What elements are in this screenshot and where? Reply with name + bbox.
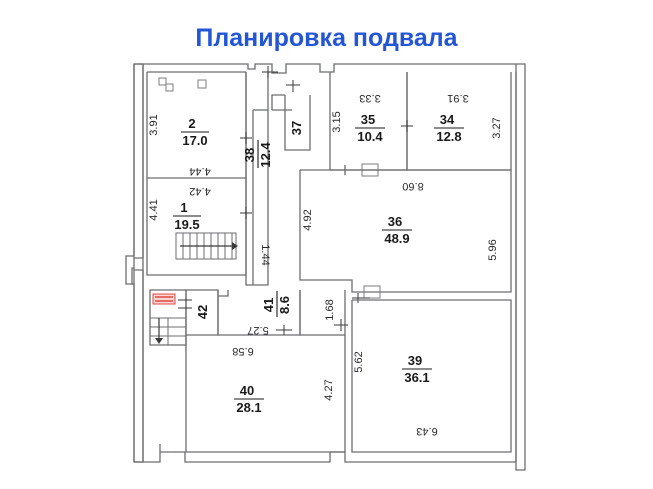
- room-37-label: 37: [289, 121, 304, 135]
- staircase-icon: [175, 232, 238, 260]
- dim-3-27: 3.27: [491, 117, 503, 138]
- room-34-area: 12.8: [436, 129, 461, 144]
- room-39-walls: [351, 299, 512, 453]
- room-35-label: 35 10.4: [355, 112, 385, 144]
- red-highlight-marker: [152, 293, 176, 305]
- room-36-walls: [299, 169, 512, 303]
- dim-6-58: 6.58: [232, 345, 253, 357]
- dim-3-15: 3.15: [331, 111, 343, 132]
- room-40-area: 28.1: [236, 400, 261, 415]
- room-41-number: 41: [261, 298, 276, 312]
- page-title: Планировка подвала: [195, 24, 458, 52]
- outer-walls: [125, 63, 526, 471]
- room-40-label: 40 28.1: [234, 383, 264, 415]
- room-38-walls: [245, 72, 269, 286]
- dim-8-60: 8.60: [402, 180, 423, 192]
- vent-icon-1: [158, 77, 167, 86]
- room-38-number: 38: [242, 148, 257, 162]
- room-39-number: 39: [408, 353, 422, 368]
- dim-4-44: 4.44: [189, 165, 210, 177]
- room-34-number: 34: [440, 112, 455, 127]
- room-1-label: 1 19.5: [173, 200, 201, 232]
- dim-5-27: 5.27: [247, 324, 268, 336]
- room-36-area: 48.9: [384, 231, 409, 246]
- room-40-number: 40: [240, 383, 254, 398]
- vent-icon-3: [197, 79, 207, 89]
- room-42-label: 42: [195, 305, 210, 319]
- room-38-area: 12.4: [258, 142, 273, 168]
- room-41-label: 41 8.6: [261, 291, 292, 317]
- room-37-walls: [271, 94, 311, 151]
- dim-3-91-right: 3.91: [447, 92, 468, 104]
- dim-4-92: 4.92: [302, 209, 314, 230]
- dim-5-62: 5.62: [353, 351, 365, 372]
- room-37-number: 37: [289, 121, 304, 135]
- dim-3-91-left: 3.91: [148, 114, 160, 135]
- window-markers: [240, 66, 348, 331]
- dim-4-42: 4.42: [189, 185, 210, 197]
- dim-6-43: 6.43: [416, 425, 437, 437]
- dimension-labels: 3.91 4.44 4.42 4.41 1.44 3.15 3.33 3.91 …: [148, 92, 503, 437]
- room-1-area: 19.5: [174, 217, 199, 232]
- room-1-number: 1: [180, 200, 187, 215]
- dim-5-96: 5.96: [487, 239, 499, 260]
- dim-4-41: 4.41: [148, 199, 160, 220]
- room-41-area: 8.6: [277, 296, 292, 314]
- room-35-number: 35: [361, 112, 375, 127]
- room-39-label: 39 36.1: [402, 353, 432, 385]
- room-40-walls: [185, 335, 346, 453]
- room-35-area: 10.4: [357, 129, 383, 144]
- room-41-walls: [217, 290, 346, 336]
- dim-1-68: 1.68: [324, 299, 336, 320]
- room-38-label: 38 12.4: [242, 140, 273, 168]
- entry-stairs-icon: [149, 289, 192, 346]
- room-34-label: 34 12.8: [434, 112, 464, 144]
- dim-3-33: 3.33: [359, 92, 380, 104]
- room-39-area: 36.1: [404, 370, 429, 385]
- dim-4-27: 4.27: [323, 379, 335, 400]
- room-36-number: 36: [388, 214, 402, 229]
- room-42-number: 42: [195, 305, 210, 319]
- dim-1-44: 1.44: [259, 244, 271, 265]
- vent-icon-2: [165, 83, 174, 92]
- door-icon-2: [363, 285, 381, 299]
- room-2-area: 17.0: [182, 133, 207, 148]
- room-36-label: 36 48.9: [382, 214, 412, 246]
- room-2-walls: [146, 72, 247, 179]
- room-2-label: 2 17.0: [181, 116, 209, 148]
- room-2-number: 2: [188, 116, 195, 131]
